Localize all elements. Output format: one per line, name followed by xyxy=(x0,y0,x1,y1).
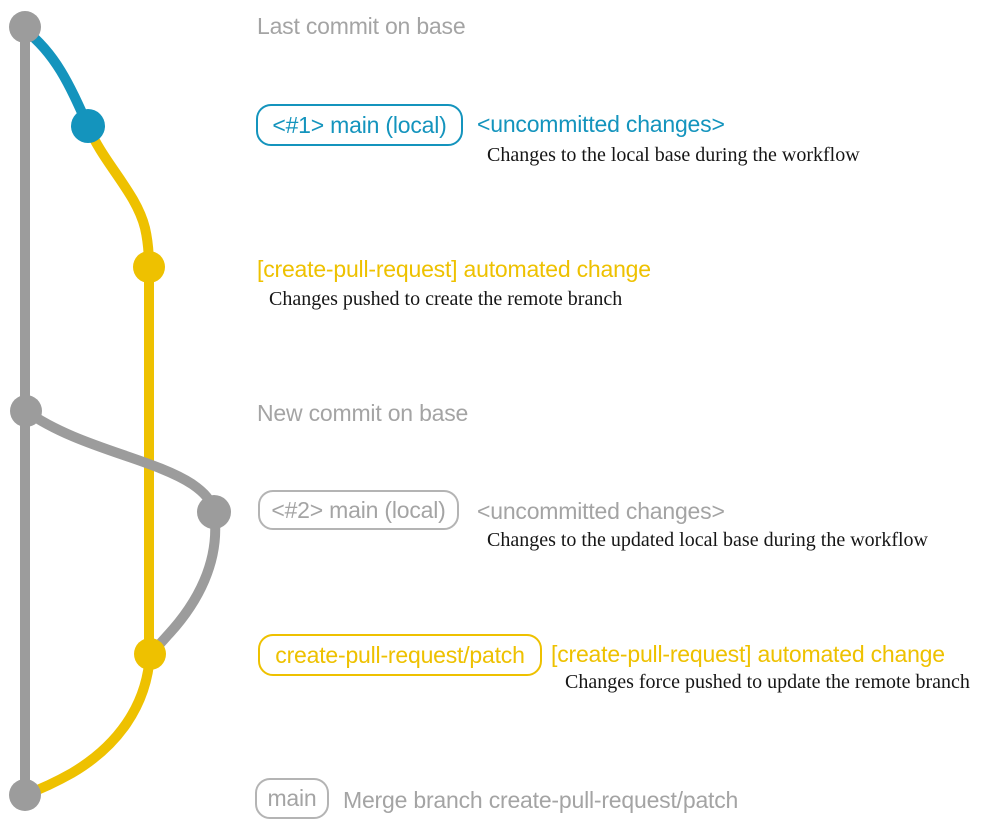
commit-message-run2-automated: [create-pull-request] automated change xyxy=(551,641,945,667)
commit-message-run1-automated: [create-pull-request] automated change xyxy=(257,256,651,282)
branch-badge-label: <#1> main (local) xyxy=(272,111,447,138)
commit-node-merge xyxy=(9,779,41,811)
run2-local-branch-line xyxy=(21,406,219,517)
commit-message-run1-uncommitted: <uncommitted changes> xyxy=(477,111,725,137)
run2-force-push-line xyxy=(146,507,221,658)
note-run2-automated: Changes force pushed to update the remot… xyxy=(565,671,970,693)
branch-badge-run2-main-local: <#2> main (local) xyxy=(258,490,459,530)
commit-node-run1-patch xyxy=(133,251,165,283)
commit-message-run2-uncommitted: <uncommitted changes> xyxy=(477,498,725,524)
branch-badge-main: main xyxy=(255,778,329,819)
branch-badge-run1-main-local: <#1> main (local) xyxy=(256,104,463,146)
label-new-commit-on-base: New commit on base xyxy=(257,400,469,426)
branch-badge-patch: create-pull-request/patch xyxy=(258,634,542,676)
commit-node-run1-local xyxy=(71,109,105,143)
commit-node-run2-local xyxy=(197,495,231,529)
label-last-commit-on-base: Last commit on base xyxy=(257,13,466,39)
branch-badge-label: <#2> main (local) xyxy=(271,496,446,523)
run1-local-branch-line xyxy=(20,25,93,131)
patch-merge-line xyxy=(22,649,155,799)
note-run2-uncommitted: Changes to the updated local base during… xyxy=(487,529,928,551)
commit-message-merge: Merge branch create-pull-request/patch xyxy=(343,787,739,813)
note-run1-uncommitted: Changes to the local base during the wor… xyxy=(487,144,860,166)
commit-node-last-base xyxy=(9,11,41,43)
commit-node-new-base xyxy=(10,395,42,427)
patch-branch-create-line xyxy=(83,121,154,272)
branch-badge-label: main xyxy=(267,785,317,811)
commit-node-run2-patch xyxy=(134,638,166,670)
note-run1-automated: Changes pushed to create the remote bran… xyxy=(269,288,623,310)
branch-badge-label: create-pull-request/patch xyxy=(275,641,525,668)
